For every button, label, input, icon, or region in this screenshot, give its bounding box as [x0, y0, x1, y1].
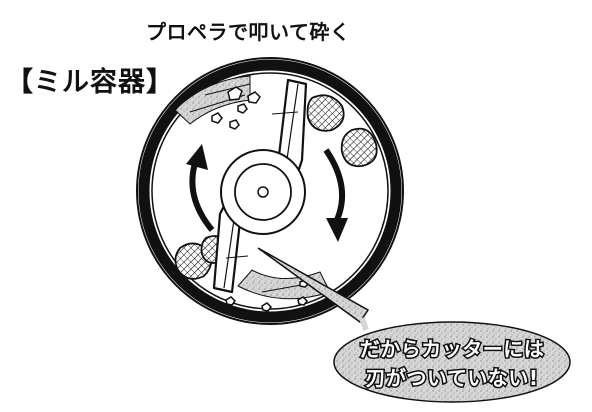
diagram-caption: プロペラで叩いて砕く	[146, 20, 351, 44]
callout-line-1: だからカッターには	[360, 337, 545, 361]
mill-container-label: 【ミル容器】	[6, 67, 174, 98]
rotation-arrow-left	[186, 144, 215, 232]
callout-line-2: 刃がついていない!	[365, 366, 538, 390]
speech-bubble: だからカッターには 刃がついていない!	[257, 247, 571, 403]
propeller-hub	[220, 149, 306, 235]
rotation-arrow-right	[323, 148, 348, 242]
